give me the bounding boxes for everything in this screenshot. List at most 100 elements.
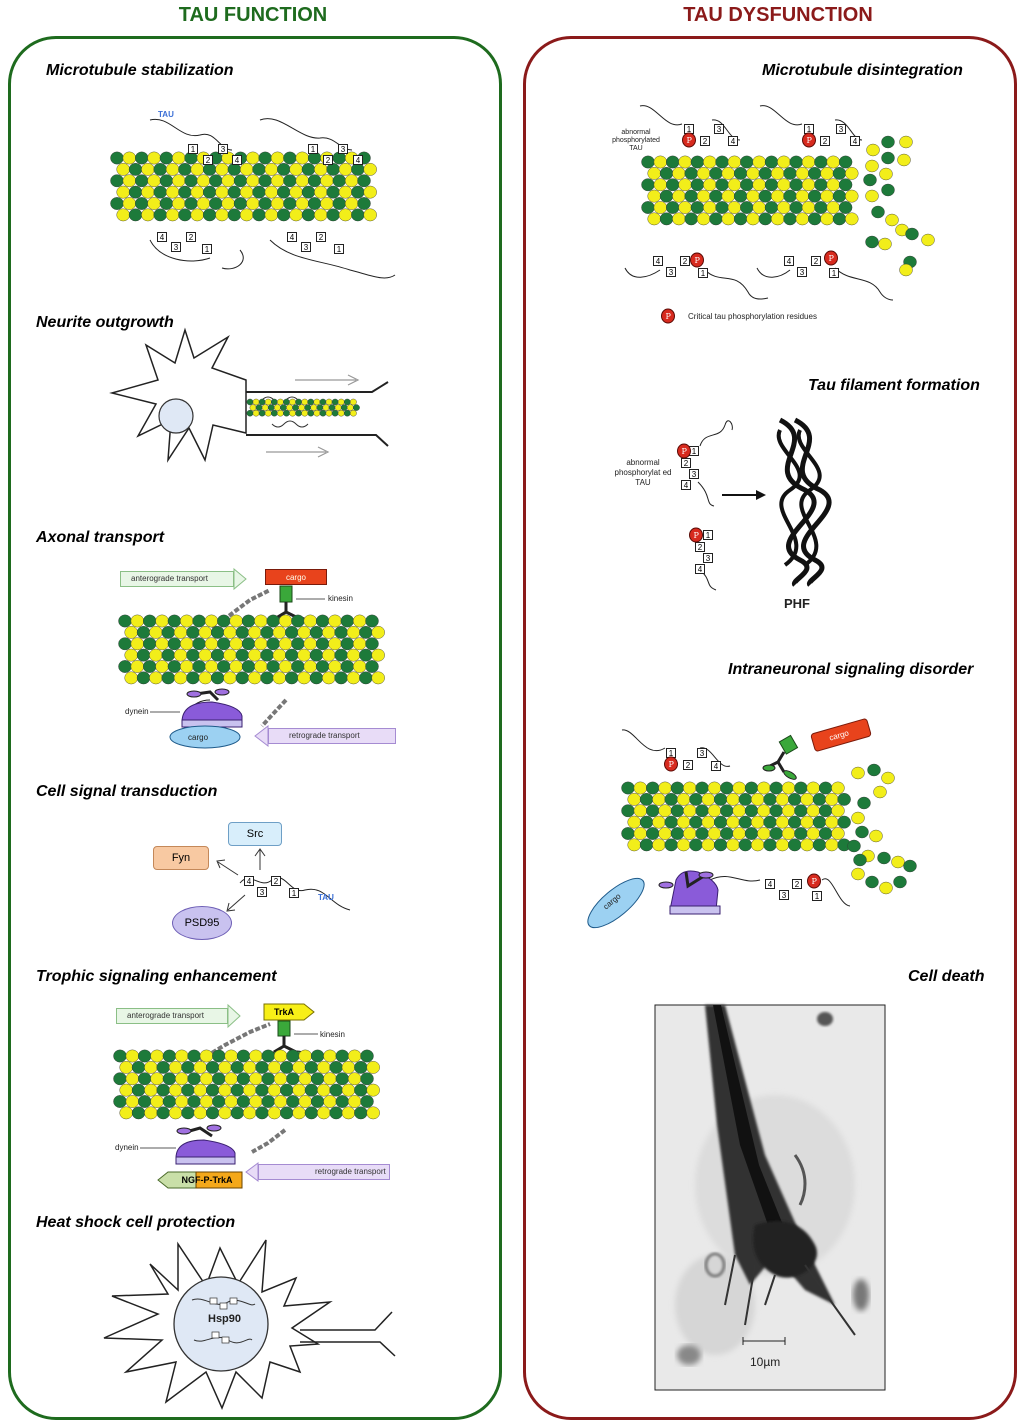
repeat-3: 3 <box>689 469 699 479</box>
repeat-1: 1 <box>202 244 212 254</box>
hsp90-label: Hsp90 <box>208 1313 242 1325</box>
retrograde-label: retrograde transport <box>289 731 360 740</box>
src-label: Src <box>246 828 264 840</box>
trka-box: TrkA <box>264 1004 304 1020</box>
repeat-2: 2 <box>811 256 821 266</box>
repeat-2: 2 <box>271 876 281 886</box>
tau-signal-label: TAU <box>318 893 334 902</box>
section-microtubule-disintegration: Microtubule disintegration <box>762 62 963 79</box>
retrograde-arrow-2: retrograde transport <box>258 1164 390 1180</box>
repeat-4: 4 <box>681 480 691 490</box>
repeat-4: 4 <box>353 155 363 165</box>
section-trophic-signaling: Trophic signaling enhancement <box>36 968 277 985</box>
section-signaling-disorder: Intraneuronal signaling disorder <box>728 661 974 678</box>
repeat-1: 1 <box>804 124 814 134</box>
cargo-label: cargo <box>285 573 306 582</box>
repeat-4: 4 <box>850 136 860 146</box>
repeat-1: 1 <box>308 144 318 154</box>
anterograde-label: anterograde transport <box>131 574 208 583</box>
repeat-3: 3 <box>257 887 267 897</box>
section-microtubule-stabilization: Microtubule stabilization <box>46 62 234 79</box>
repeat-1: 1 <box>334 244 344 254</box>
repeat-1: 1 <box>188 144 198 154</box>
repeat-4: 4 <box>653 256 663 266</box>
anterograde-label-2: anterograde transport <box>127 1011 204 1020</box>
repeat-4: 4 <box>287 232 297 242</box>
repeat-3: 3 <box>218 144 228 154</box>
repeat-2: 2 <box>683 760 693 770</box>
repeat-2: 2 <box>700 136 710 146</box>
repeat-1: 1 <box>289 888 299 898</box>
repeat-2: 2 <box>680 256 690 266</box>
retrograde-label-2: retrograde transport <box>315 1167 386 1176</box>
anterograde-arrow-2: anterograde transport <box>116 1008 228 1024</box>
section-tau-filament: Tau filament formation <box>808 377 980 394</box>
repeat-2: 2 <box>316 232 326 242</box>
repeat-4: 4 <box>728 136 738 146</box>
repeat-2: 2 <box>792 879 802 889</box>
cell-death-micrograph <box>654 1004 886 1391</box>
repeat-3: 3 <box>666 267 676 277</box>
cargo-dynein-label: cargo <box>188 733 209 742</box>
phospho-legend: Critical tau phosphorylation residues <box>688 312 817 321</box>
repeat-1: 1 <box>684 124 694 134</box>
repeat-3: 3 <box>836 124 846 134</box>
fyn-box: Fyn <box>153 846 209 870</box>
repeat-3: 3 <box>697 748 707 758</box>
repeat-1: 1 <box>703 530 713 540</box>
repeat-1: 1 <box>829 268 839 278</box>
repeat-2: 2 <box>681 458 691 468</box>
kinesin-label: kinesin <box>328 594 353 603</box>
repeat-2: 2 <box>323 155 333 165</box>
repeat-1: 1 <box>812 891 822 901</box>
repeat-4: 4 <box>695 564 705 574</box>
repeat-1: 1 <box>666 748 676 758</box>
ngf-label: NGF-P-TrkA <box>181 1175 233 1185</box>
cargo-kinesin: cargo <box>265 569 327 585</box>
trka-label: TrkA <box>273 1007 294 1017</box>
repeat-3: 3 <box>703 553 713 563</box>
fyn-label: Fyn <box>171 852 191 864</box>
retrograde-arrow: retrograde transport <box>268 728 396 744</box>
repeat-2: 2 <box>695 542 705 552</box>
phf-label: PHF <box>784 596 810 611</box>
tau-dysfunction-title: TAU DYSFUNCTION <box>683 4 873 26</box>
repeat-4: 4 <box>765 879 775 889</box>
section-heat-shock: Heat shock cell protection <box>36 1214 236 1231</box>
repeat-4: 4 <box>711 761 721 771</box>
repeat-3: 3 <box>171 242 181 252</box>
abnormal-tau-label-1: abnormal phosphorylated TAU <box>612 129 660 152</box>
repeat-1: 1 <box>689 446 699 456</box>
psd95-oval: PSD95 <box>172 906 232 940</box>
repeat-4: 4 <box>157 232 167 242</box>
ngf-trka-box: NGF-P-TrkA <box>168 1173 246 1189</box>
src-box: Src <box>228 822 282 846</box>
abnormal-tau-label-2: abnormal phosphorylat ed TAU <box>614 458 672 487</box>
repeat-4: 4 <box>232 155 242 165</box>
psd95-label: PSD95 <box>184 917 220 929</box>
tau-dysfunction-panel <box>523 36 1017 1420</box>
repeat-3: 3 <box>714 124 724 134</box>
repeat-1: 1 <box>698 268 708 278</box>
repeat-3: 3 <box>338 144 348 154</box>
repeat-2: 2 <box>820 136 830 146</box>
tau-function-title: TAU FUNCTION <box>178 4 328 26</box>
tau-label: TAU <box>158 110 174 119</box>
repeat-3: 3 <box>779 890 789 900</box>
tau-function-panel <box>8 36 502 1420</box>
dynein-label-2: dynein <box>115 1143 139 1152</box>
scale-bar-label: 10µm <box>750 1355 781 1369</box>
repeat-3: 3 <box>301 242 311 252</box>
repeat-4: 4 <box>244 876 254 886</box>
section-cell-death: Cell death <box>908 968 985 985</box>
dynein-label: dynein <box>125 707 149 716</box>
anterograde-arrow: anterograde transport <box>120 571 234 587</box>
section-cell-signal-transduction: Cell signal transduction <box>36 783 218 800</box>
repeat-4: 4 <box>784 256 794 266</box>
section-axonal-transport: Axonal transport <box>36 529 165 546</box>
kinesin-label-2: kinesin <box>320 1030 345 1039</box>
repeat-2: 2 <box>186 232 196 242</box>
repeat-2: 2 <box>203 155 213 165</box>
section-neurite-outgrowth: Neurite outgrowth <box>36 314 174 331</box>
repeat-3: 3 <box>797 267 807 277</box>
